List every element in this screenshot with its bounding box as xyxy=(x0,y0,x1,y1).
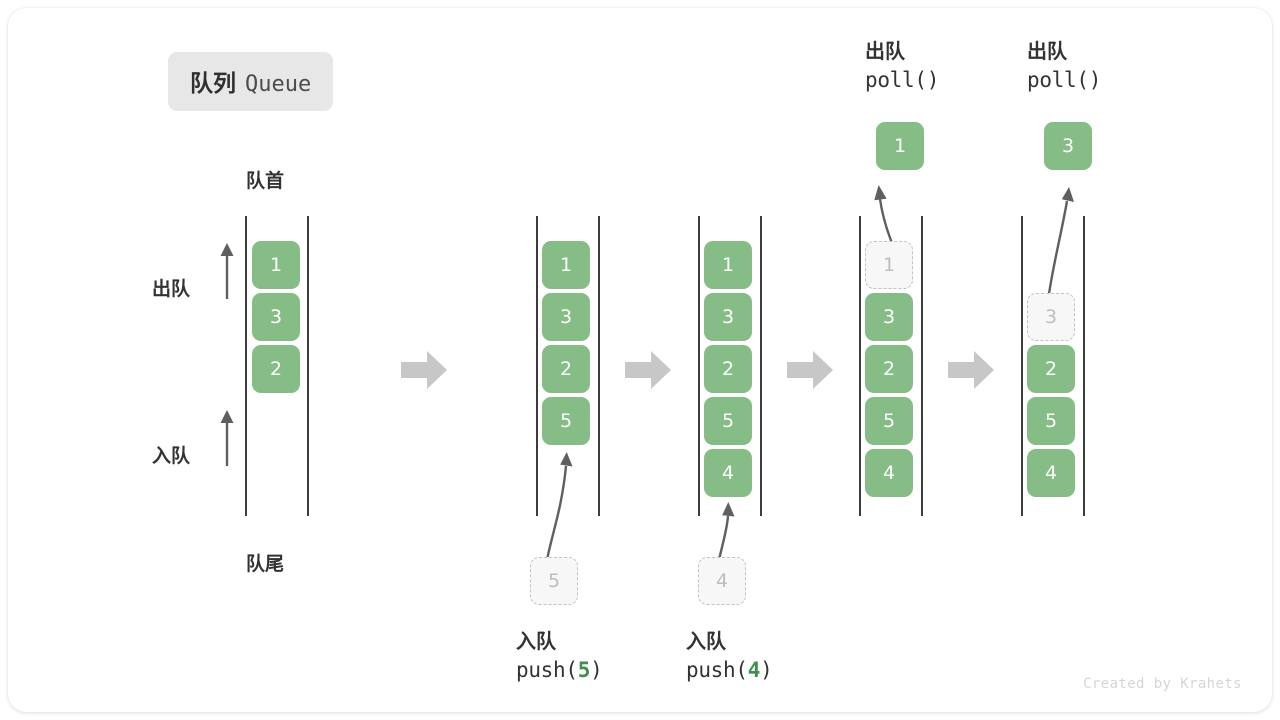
queue-item: 4 xyxy=(865,449,913,497)
queue-item-popped: 3 xyxy=(1044,122,1092,170)
poll-caption-code: poll() xyxy=(1027,68,1102,93)
step-arrow-icon xyxy=(625,351,671,389)
step-arrow-icon xyxy=(787,351,833,389)
dequeue-direction-arrow-icon xyxy=(220,243,234,299)
attribution-footer: Created by Krahets xyxy=(1083,676,1242,692)
push-caption-code: push(5) xyxy=(516,656,603,686)
queue-rail-left-col4 xyxy=(859,216,861,516)
queue-item: 2 xyxy=(704,345,752,393)
queue-item: 2 xyxy=(252,345,300,393)
push-arrow-icon-col2 xyxy=(545,452,573,561)
queue-rail-right-col3 xyxy=(760,216,762,516)
queue-item: 1 xyxy=(252,241,300,289)
queue-item: 2 xyxy=(865,345,913,393)
queue-rail-left-col2 xyxy=(536,216,538,516)
step-arrow-icon xyxy=(948,351,994,389)
push-code-suffix: ) xyxy=(590,658,603,683)
queue-item: 4 xyxy=(1027,449,1075,497)
queue-rail-right-col4 xyxy=(921,216,923,516)
queue-item: 1 xyxy=(542,241,590,289)
push-code-prefix: push( xyxy=(686,658,748,683)
push-caption-cn: 入队 xyxy=(516,631,556,653)
push-code-value: 4 xyxy=(747,658,761,683)
diagram-title-chip: 队列 Queue xyxy=(168,52,334,111)
poll-caption-cn: 出队 xyxy=(865,41,905,63)
queue-item: 2 xyxy=(1027,345,1075,393)
queue-item: 3 xyxy=(252,293,300,341)
queue-item: 5 xyxy=(865,397,913,445)
enqueue-direction-arrow-icon xyxy=(220,410,234,466)
push-caption-col2: 入队 push(5) xyxy=(516,628,603,686)
poll-caption-col5: 出队 poll() xyxy=(1027,38,1101,96)
queue-rail-left-col5 xyxy=(1021,216,1023,516)
queue-item: 3 xyxy=(704,293,752,341)
queue-item: 3 xyxy=(542,293,590,341)
push-caption-cn: 入队 xyxy=(686,631,726,653)
step-arrow-icon xyxy=(401,351,447,389)
queue-item: 3 xyxy=(865,293,913,341)
queue-rail-right-col1 xyxy=(307,216,309,516)
push-arrow-icon-col3 xyxy=(717,502,735,561)
push-caption-col3: 入队 push(4) xyxy=(686,628,773,686)
queue-item-ghost-outgoing: 1 xyxy=(865,241,913,289)
push-code-value: 5 xyxy=(577,658,591,683)
queue-item-pushed: 5 xyxy=(542,397,590,445)
push-code-suffix: ) xyxy=(760,658,773,683)
diagram-title-cn: 队列 xyxy=(190,70,236,96)
queue-item-ghost-incoming: 5 xyxy=(530,557,578,605)
queue-item-ghost-outgoing: 3 xyxy=(1027,293,1075,341)
queue-item-pushed: 4 xyxy=(704,449,752,497)
queue-rail-left-col1 xyxy=(245,216,247,516)
queue-rail-right-col5 xyxy=(1083,216,1085,516)
queue-item: 5 xyxy=(1027,397,1075,445)
diagram-card: 队列 Queue 队首 队尾 出队 入队 1 3 2 1 3 2 5 xyxy=(8,8,1272,712)
diagram-title-en: Queue xyxy=(245,72,312,97)
poll-caption-col4: 出队 poll() xyxy=(865,38,939,96)
queue-rail-right-col2 xyxy=(598,216,600,516)
push-caption-code: push(4) xyxy=(686,656,773,686)
poll-caption-cn: 出队 xyxy=(1027,41,1067,63)
queue-rear-label: 队尾 xyxy=(246,554,285,575)
poll-arrow-icon-col4 xyxy=(874,185,894,244)
push-code-prefix: push( xyxy=(516,658,578,683)
queue-item-popped: 1 xyxy=(876,122,924,170)
enqueue-direction-label: 入队 xyxy=(152,446,191,467)
queue-rail-left-col3 xyxy=(698,216,700,516)
queue-item-ghost-incoming: 4 xyxy=(698,557,746,605)
poll-arrow-icon-col5 xyxy=(1046,187,1074,302)
queue-front-label: 队首 xyxy=(246,171,285,192)
queue-item: 5 xyxy=(704,397,752,445)
queue-item: 1 xyxy=(704,241,752,289)
dequeue-direction-label: 出队 xyxy=(152,279,191,300)
queue-item: 2 xyxy=(542,345,590,393)
poll-caption-code: poll() xyxy=(865,68,940,93)
